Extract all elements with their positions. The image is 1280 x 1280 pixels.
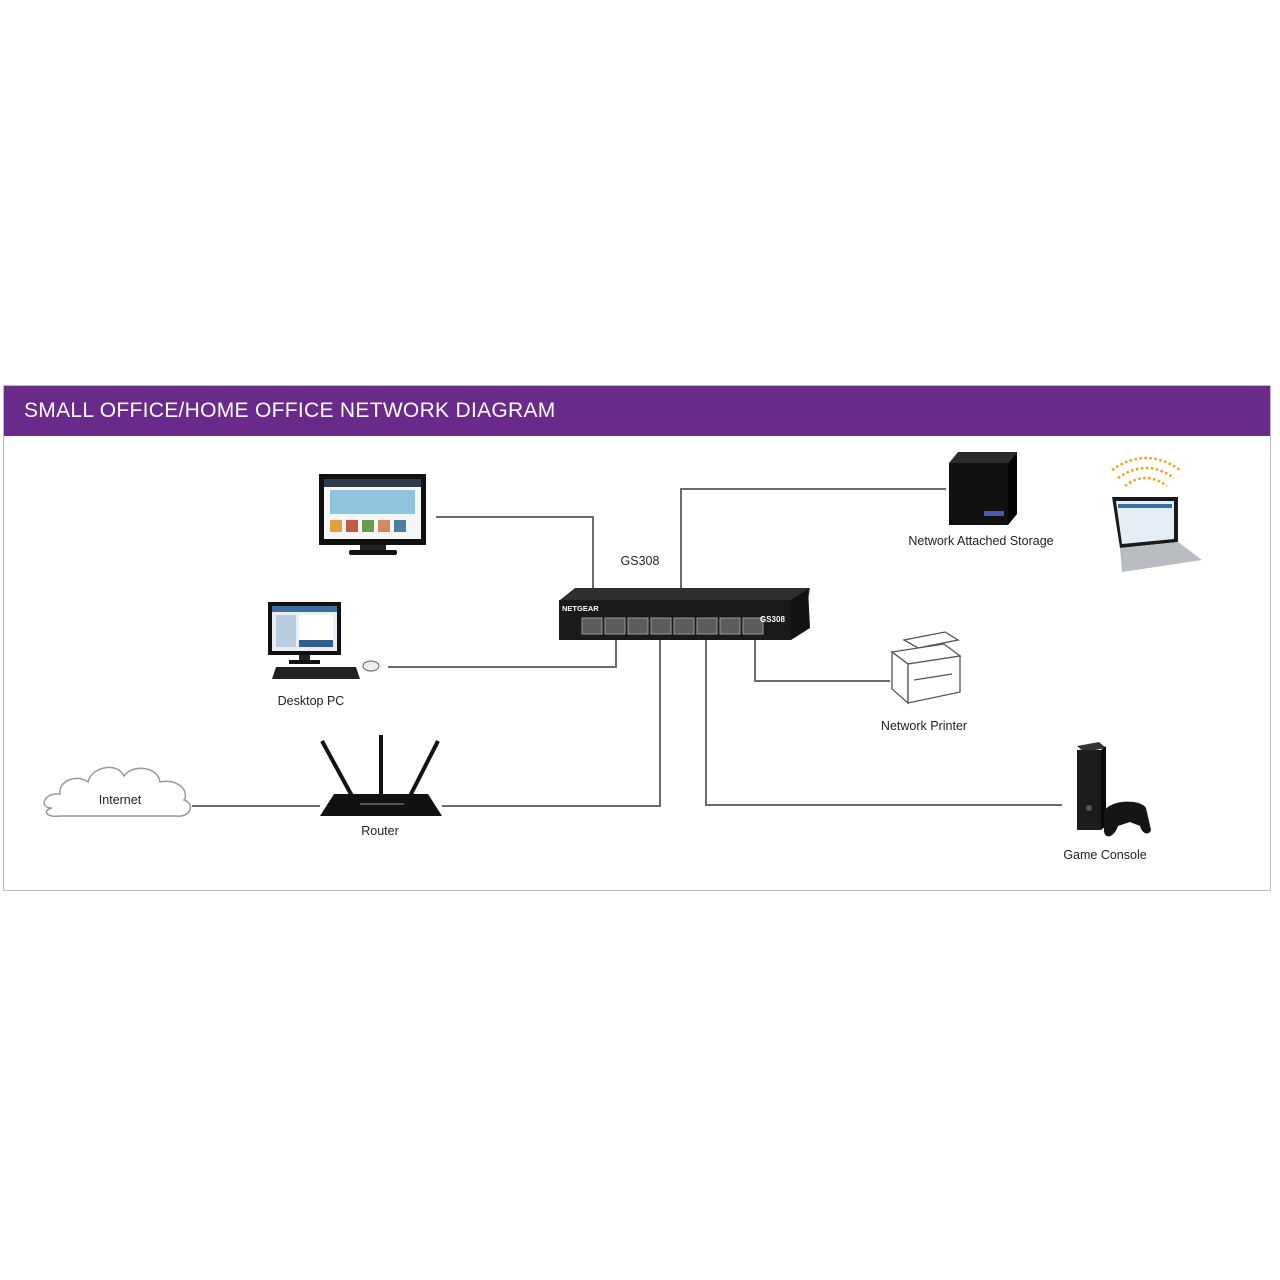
link-desktop-switch — [388, 640, 617, 668]
ethernet-ports — [581, 617, 764, 635]
console-label: Game Console — [1063, 848, 1146, 862]
desktop-label: Desktop PC — [278, 694, 345, 708]
desktop-pc-icon — [268, 602, 380, 679]
link-nas-switch — [680, 488, 946, 612]
switch-badge: GS308 — [760, 615, 785, 624]
link-console-switch — [705, 640, 1062, 806]
switch-model-label: GS308 — [621, 554, 660, 568]
controller-icon — [1104, 801, 1151, 837]
laptop-icon — [1112, 497, 1202, 572]
connections — [192, 488, 1062, 807]
tv-icon — [319, 474, 426, 555]
printer-label: Network Printer — [881, 719, 967, 733]
link-printer-switch — [754, 640, 890, 682]
title-bar: SMALL OFFICE/HOME OFFICE NETWORK DIAGRAM — [4, 386, 1270, 436]
game-console-icon — [1077, 742, 1106, 830]
printer-icon — [890, 631, 962, 705]
wifi-icon — [1111, 456, 1181, 488]
link-router-switch — [442, 640, 661, 807]
link-tv-switch — [436, 516, 594, 612]
nas-label: Network Attached Storage — [908, 534, 1053, 548]
nas-icon — [949, 452, 1017, 525]
switch-icon — [559, 588, 810, 640]
switch-brand: NETGEAR — [562, 604, 599, 613]
cloud-icon — [43, 766, 192, 818]
router-label: Router — [361, 824, 399, 838]
internet-label: Internet — [99, 793, 142, 807]
diagram-title: SMALL OFFICE/HOME OFFICE NETWORK DIAGRAM — [24, 399, 556, 422]
router-icon — [320, 735, 442, 816]
